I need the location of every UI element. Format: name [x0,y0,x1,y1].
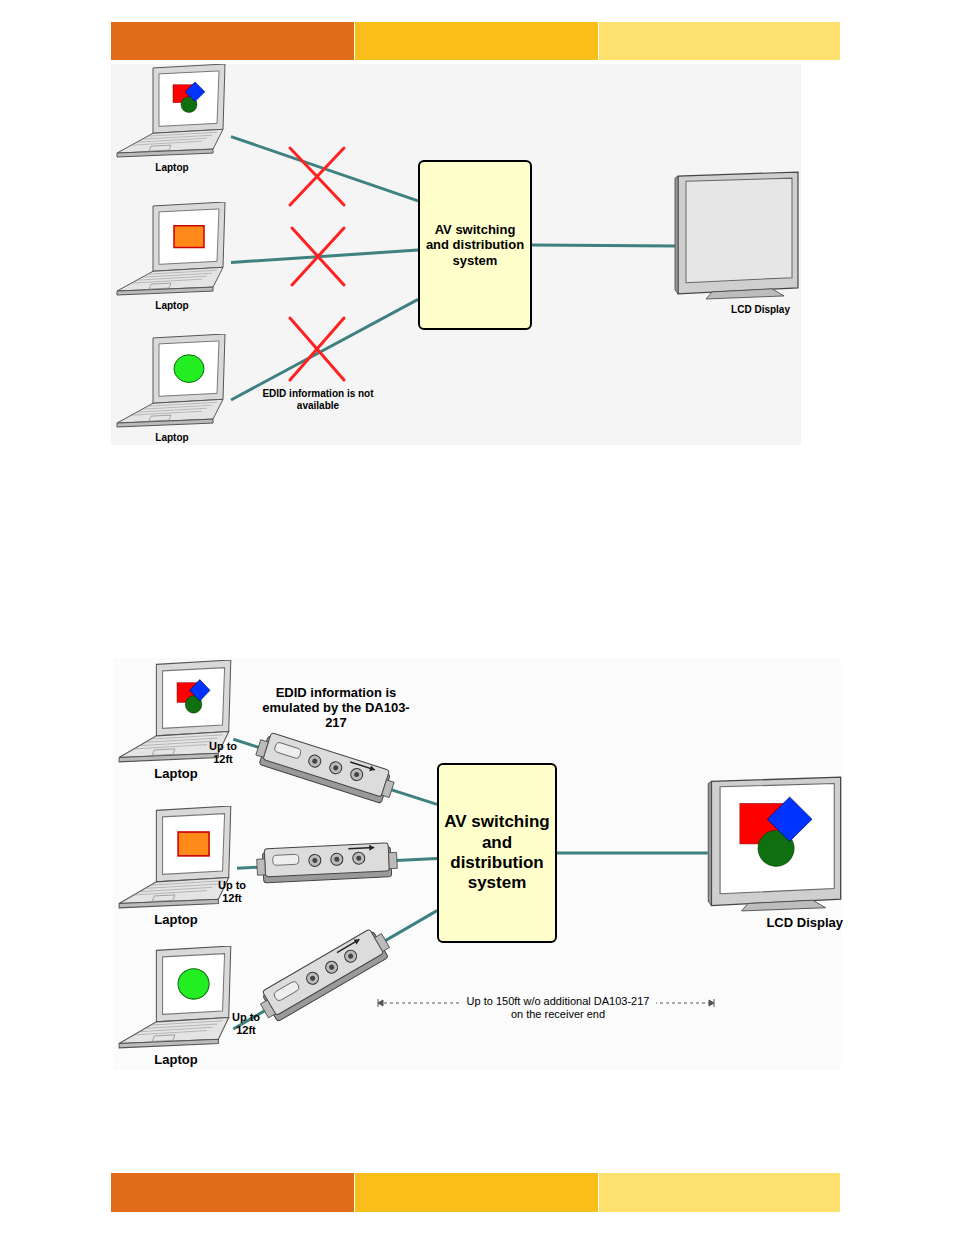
laptop-picture [113,334,231,428]
box-title: AV switching and distribution system [424,222,526,269]
device-caption: Laptop [115,912,237,928]
device-caption: Laptop [115,766,237,782]
note-label: EDID information is emulated by the DA10… [261,686,411,731]
cable-connector [557,852,708,855]
laptop-node: Laptop [115,806,237,928]
footer-bar [355,1173,598,1212]
distance-note: Up to 150ft w/o additional DA103-217 on … [460,994,656,1021]
cable-connector [231,299,418,400]
figure-ground [113,658,841,1070]
lcd-illustration [675,172,798,299]
cable-connector [233,911,437,1029]
process-box: AV switching and distribution system [418,160,532,330]
cable-length: Up to 12ft [203,740,243,765]
laptop-picture [115,946,237,1049]
device-caption: Laptop [115,1052,237,1068]
cable-length: Up to 12ft [212,879,252,904]
laptop-picture [115,806,237,909]
adapter-illustration [256,842,397,883]
laptop-node: Laptop [113,334,231,444]
cable-connector [532,244,676,248]
cross-mark [290,148,344,380]
process-box: AV switching and distribution system [437,763,557,943]
laptop-node: Laptop [113,202,231,312]
adapter-illustration [253,730,397,805]
laptop-illustration [119,946,231,1048]
header-bar [111,22,354,60]
cable-length: Up to 12ft [226,1011,266,1036]
header-bar [599,22,840,60]
laptop-picture [113,64,231,158]
display-node: LCD Display [705,775,845,931]
laptop-illustration [117,202,225,295]
header-bar [355,22,598,60]
laptop-picture [113,202,231,296]
laptop-node: Laptop [115,946,237,1068]
display-node: LCD Display [672,170,802,316]
laptop-illustration [119,806,231,908]
laptop-illustration [117,64,225,157]
figure-ground [111,64,801,445]
adapter-illustration [255,925,393,1025]
device-caption: LCD Display [672,304,802,316]
device-caption: LCD Display [705,915,845,931]
note-label: EDID information is not available [258,388,378,411]
box-title: AV switching and distribution system [443,812,551,894]
lcd-illustration [708,777,840,911]
device-caption: Laptop [113,162,231,174]
device-caption: Laptop [113,432,231,444]
display-picture [672,170,802,300]
footer-bar [599,1173,840,1212]
laptop-illustration [117,334,225,427]
cable-connector [233,739,437,804]
footer-bar [111,1173,354,1212]
laptop-node: Laptop [113,64,231,174]
display-picture [705,775,845,912]
device-caption: Laptop [113,300,231,312]
cable-connector [231,250,418,262]
